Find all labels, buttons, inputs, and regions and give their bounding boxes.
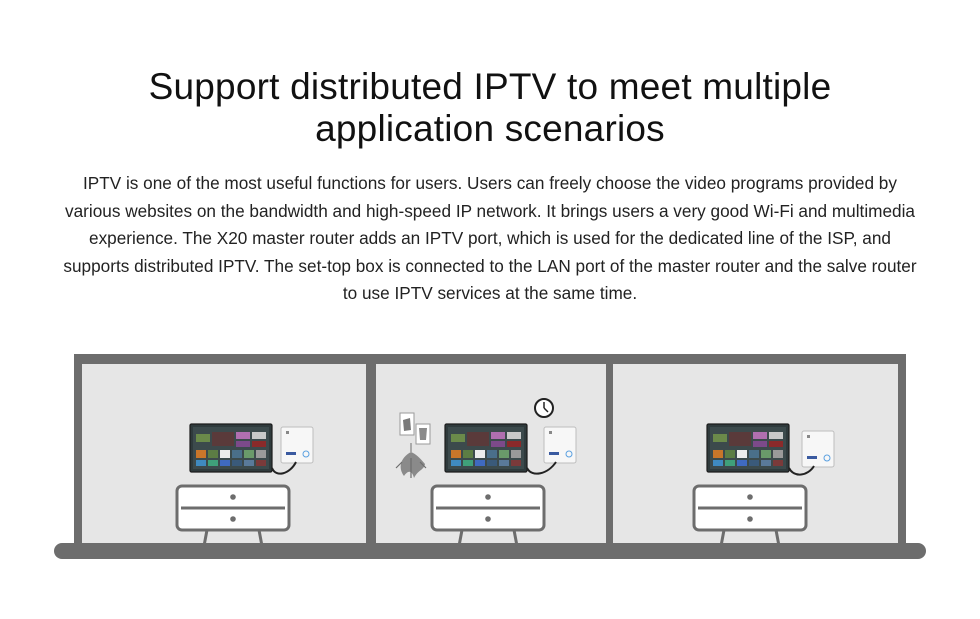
tv-middle — [444, 423, 528, 473]
router-left — [280, 426, 314, 464]
cable-middle — [526, 461, 557, 475]
page-title: Support distributed IPTV to meet multipl… — [0, 66, 980, 150]
cable-left — [271, 461, 297, 475]
floor — [54, 543, 926, 559]
router-middle — [543, 426, 577, 464]
wall-clock-icon — [534, 398, 554, 418]
wall-decor — [395, 412, 431, 478]
title-line-1: Support distributed IPTV to meet multipl… — [148, 66, 832, 107]
title-line-2: application scenarios — [315, 108, 665, 149]
cable-right — [788, 465, 815, 476]
description-paragraph: IPTV is one of the most useful functions… — [63, 173, 917, 303]
router-right — [801, 430, 835, 468]
iptv-house-illustration — [0, 340, 980, 580]
tv-left — [189, 423, 273, 473]
tv-right — [706, 423, 790, 473]
